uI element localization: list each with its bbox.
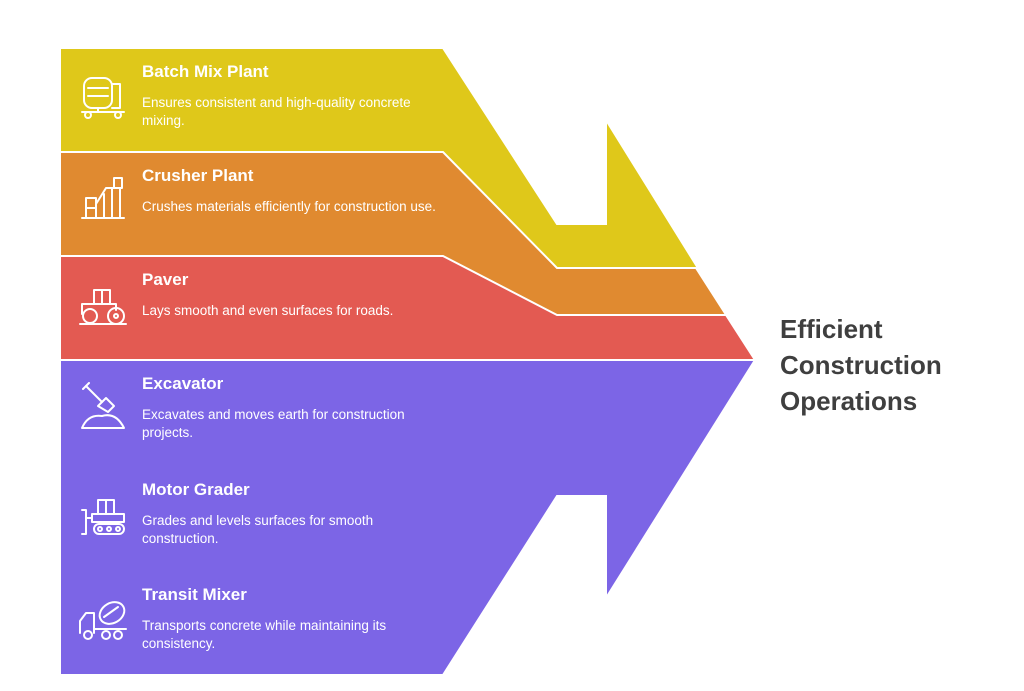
crusher-plant-icon bbox=[81, 177, 125, 219]
road-roller-icon bbox=[79, 289, 127, 325]
item-description: Grades and levels surfaces for smooth co… bbox=[142, 513, 374, 546]
bulldozer-icon bbox=[81, 499, 125, 535]
shovel-icon bbox=[81, 382, 125, 429]
item-title: Transit Mixer bbox=[142, 585, 247, 604]
row-excavator: Excavator Excavates and moves earth for … bbox=[60, 360, 460, 464]
item-description: Transports concrete while maintaining it… bbox=[142, 618, 387, 651]
mixer-truck-icon bbox=[79, 601, 127, 640]
item-description: Crushes materials efficiently for constr… bbox=[142, 199, 436, 214]
item-title: Paver bbox=[142, 270, 189, 289]
row-transit-mixer: Transit Mixer Transports concrete while … bbox=[60, 571, 460, 675]
row-batch-mix-plant: Batch Mix Plant Ensures consistent and h… bbox=[60, 48, 460, 152]
item-title: Batch Mix Plant bbox=[142, 62, 269, 81]
item-title: Excavator bbox=[142, 374, 224, 393]
row-paver: Paver Lays smooth and even surfaces for … bbox=[60, 256, 460, 360]
item-description: Excavates and moves earth for constructi… bbox=[142, 407, 405, 440]
row-motor-grader: Motor Grader Grades and levels surfaces … bbox=[60, 466, 460, 570]
headline: Efficient Construction Operations bbox=[780, 311, 1010, 419]
row-crusher-plant: Crusher Plant Crushes materials efficien… bbox=[60, 152, 460, 256]
item-title: Crusher Plant bbox=[142, 166, 254, 185]
headline-line: Efficient bbox=[780, 314, 883, 344]
headline-line: Operations bbox=[780, 386, 918, 416]
item-description: Lays smooth and even surfaces for roads. bbox=[142, 303, 394, 318]
concrete-mixer-icon bbox=[81, 77, 125, 119]
item-title: Motor Grader bbox=[142, 480, 250, 499]
band-transit-mixer bbox=[59, 359, 757, 676]
headline-line: Construction bbox=[780, 350, 942, 380]
item-description: Ensures consistent and high-quality conc… bbox=[142, 95, 411, 128]
